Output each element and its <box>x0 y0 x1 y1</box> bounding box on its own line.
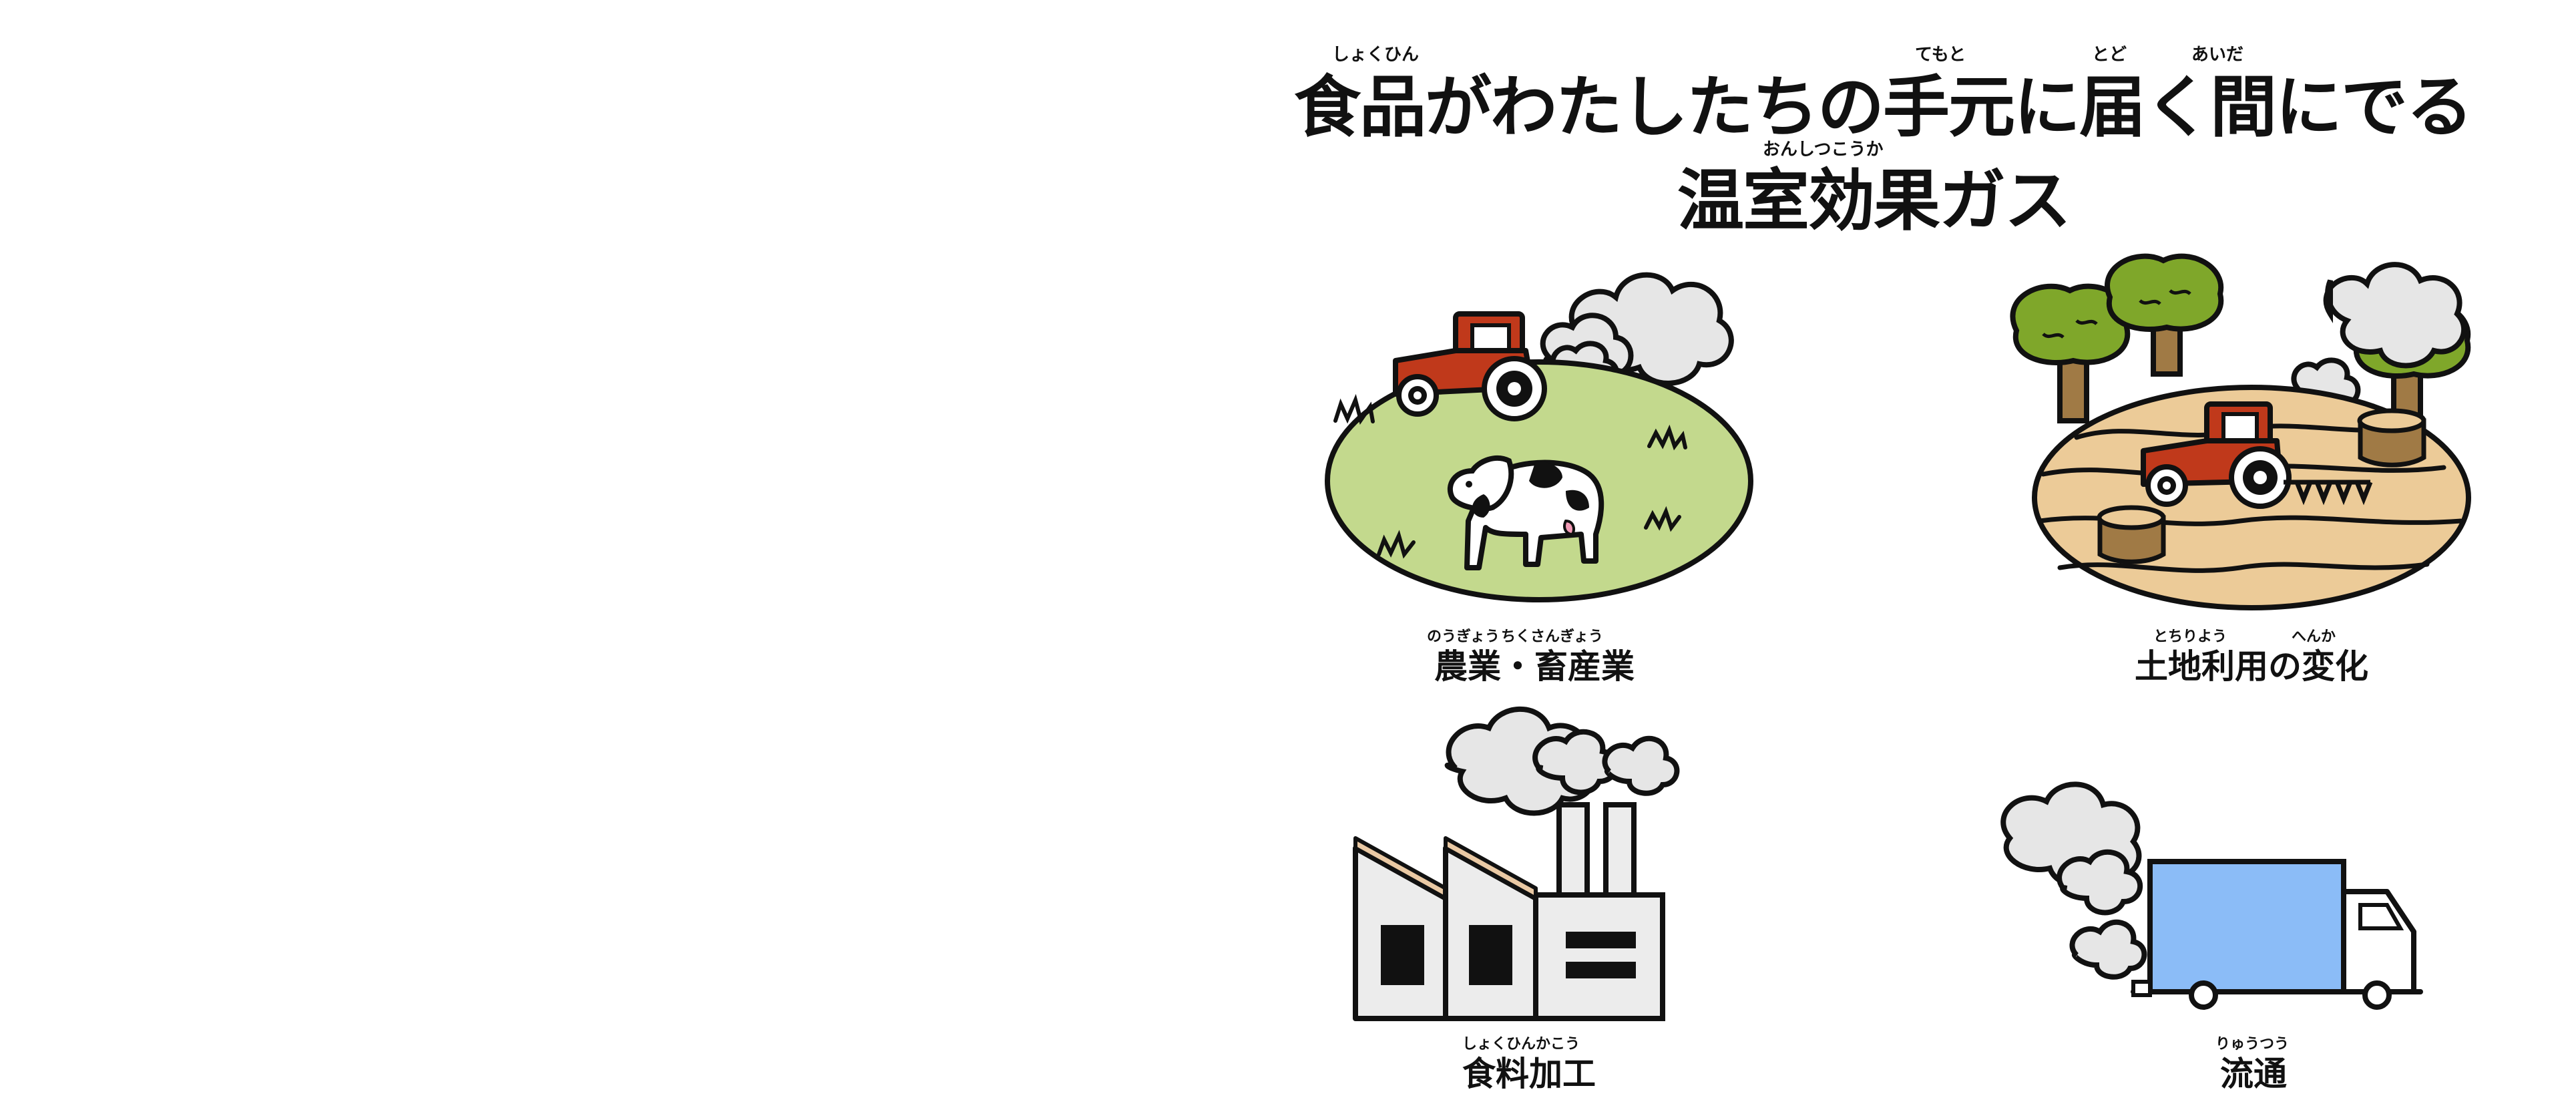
land-use-illustration <box>2010 253 2471 610</box>
title-line-2: 温室効果ガス <box>1677 162 2070 240</box>
tractor-icon <box>2141 401 2292 509</box>
food-processing-label: しょくひんかこう 食料加工 <box>1462 1036 1596 1093</box>
cow-icon <box>1447 455 1604 570</box>
agriculture-label: のうぎょう ちくさんぎょう 農業・畜産業 <box>1427 628 1635 686</box>
smoke-cloud-icon <box>1602 735 1680 796</box>
grass-tuft-icon <box>1333 393 1687 559</box>
agriculture-ruby-b: ちくさんぎょう <box>1501 628 1603 645</box>
smoke-cloud-icon <box>2057 849 2143 916</box>
tree-icon <box>2105 253 2224 377</box>
title-line-1: 食品がわたしたちの手元に届く間にでる <box>1294 68 2472 146</box>
stump-icon <box>2097 505 2166 564</box>
distribution-ruby: りゅうつう <box>2215 1036 2289 1053</box>
tractor-icon <box>1393 311 1547 421</box>
distribution-label-text: 流通 <box>2220 1055 2287 1093</box>
agriculture-illustration <box>1325 272 1753 602</box>
truck-icon <box>2131 859 2423 1010</box>
smoke-cloud-icon <box>2323 262 2467 369</box>
title-ruby-todo: とど <box>2092 45 2127 65</box>
plow-icon <box>2284 480 2373 506</box>
distribution-illustration <box>2000 781 2423 1010</box>
food-processing-label-text: 食料加工 <box>1462 1055 1596 1093</box>
title-ruby-aida: あいだ <box>2191 45 2243 65</box>
food-processing-ruby: しょくひんかこう <box>1462 1036 1580 1053</box>
tree-icon <box>2010 283 2131 423</box>
title-ruby-shokuhin: しょくひん <box>1332 45 1419 65</box>
land-use-label: とちりよう へんか 土地利用の変化 <box>2135 628 2368 686</box>
land-use-label-text: 土地利用の変化 <box>2135 647 2368 686</box>
land-use-ruby-b: へんか <box>2292 628 2336 645</box>
title-block: しょくひん てもと とど あいだ 食品がわたしたちの手元に届く間にでる おんしつ… <box>1294 45 2473 240</box>
land-use-ruby-a: とちりよう <box>2153 628 2227 645</box>
factory-icon <box>1353 802 1665 1021</box>
title-ruby-onshitsukouka: おんしつこうか <box>1763 140 1883 160</box>
agriculture-ruby-a: のうぎょう <box>1427 628 1500 645</box>
title-ruby-temoto: てもと <box>1915 45 1966 65</box>
agriculture-label-text: 農業・畜産業 <box>1434 647 1635 686</box>
smoke-cloud-icon <box>2069 919 2147 980</box>
food-processing-illustration <box>1353 706 1680 1021</box>
stump-icon <box>2357 408 2426 468</box>
distribution-label: りゅうつう 流通 <box>2215 1036 2289 1093</box>
